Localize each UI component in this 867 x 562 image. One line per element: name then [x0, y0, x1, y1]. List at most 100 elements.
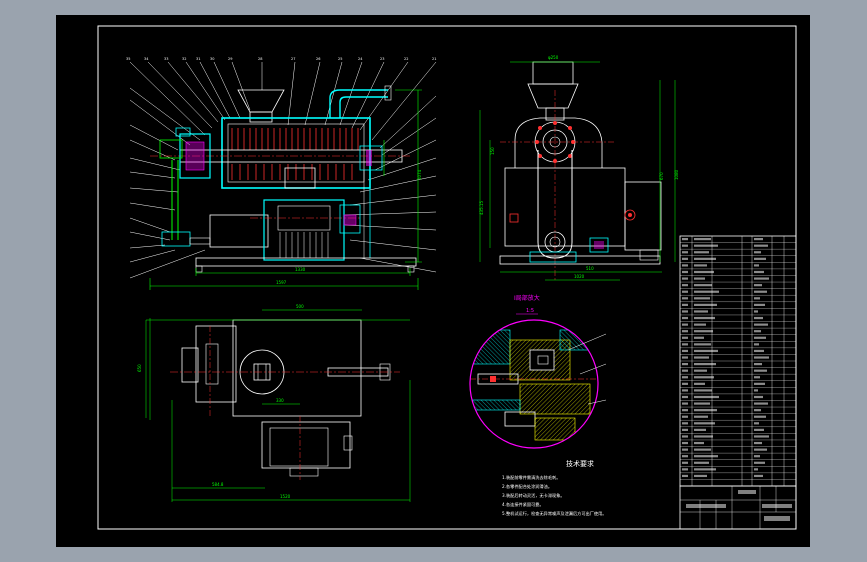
parts-row-number — [682, 363, 688, 366]
tech-req-item: 5.整机试运行，检查无异常噪声及泄漏后方可出厂使用。 — [502, 510, 607, 517]
parts-row-material — [754, 402, 768, 405]
parts-row-material — [754, 455, 760, 458]
parts-row-material — [754, 468, 758, 471]
parts-row-name — [694, 284, 712, 287]
parts-row-name — [694, 297, 710, 300]
svg-text:1020: 1020 — [574, 274, 585, 279]
side-view: φ250 — [479, 55, 679, 281]
parts-row-number — [682, 468, 688, 471]
svg-text:27: 27 — [291, 57, 295, 61]
parts-row-material — [754, 395, 763, 399]
svg-text:1520: 1520 — [280, 494, 291, 499]
tech-req-title: 技术要求 — [566, 459, 594, 468]
parts-row-name — [694, 389, 712, 392]
parts-row-material — [754, 238, 763, 241]
parts-row-number — [682, 290, 688, 293]
parts-row-number — [682, 395, 688, 399]
parts-row-number — [682, 415, 688, 418]
svg-text:28: 28 — [258, 57, 262, 61]
parts-row-material — [754, 356, 769, 359]
parts-row-number — [682, 310, 688, 313]
parts-row-number — [682, 270, 688, 274]
svg-text:500: 500 — [296, 304, 304, 309]
parts-row-name — [694, 290, 719, 293]
parts-row-name — [694, 251, 709, 254]
parts-row-number — [682, 376, 688, 379]
parts-row-name — [694, 277, 705, 280]
parts-row-number — [682, 402, 688, 405]
parts-row-number — [682, 356, 688, 359]
svg-text:1597: 1597 — [276, 280, 287, 285]
svg-text:24: 24 — [358, 57, 363, 61]
svg-text:30: 30 — [210, 57, 214, 61]
parts-row-name — [694, 343, 711, 346]
parts-row-name — [694, 323, 706, 326]
parts-row-material — [754, 336, 766, 339]
parts-row-material — [754, 310, 758, 313]
parts-row-material — [754, 270, 764, 274]
parts-row-number — [682, 238, 688, 241]
svg-text:435.15: 435.15 — [479, 201, 484, 215]
svg-text:150: 150 — [490, 147, 495, 155]
parts-row-material — [754, 428, 764, 431]
detail-view: I局部放大 1:5 — [469, 294, 607, 449]
parts-row-number — [682, 389, 688, 392]
detail-circle — [469, 319, 599, 449]
parts-row-material — [754, 415, 766, 418]
svg-text:670: 670 — [659, 172, 664, 180]
parts-row-material — [754, 343, 759, 346]
parts-row-material — [754, 389, 758, 392]
svg-text:23: 23 — [380, 57, 384, 61]
top-view: 500 330 584.8 1520 650 — [137, 304, 411, 502]
parts-row-name — [694, 422, 715, 425]
parts-row-material — [754, 244, 768, 247]
parts-row-name — [694, 330, 713, 333]
svg-text:34: 34 — [144, 57, 149, 61]
parts-row-number — [682, 461, 688, 464]
parts-row-name — [694, 264, 707, 267]
tech-req-item: 1.装配前零件需清洗去除毛刺。 — [502, 474, 560, 481]
tech-req-item: 3.装配后转动灵活，无卡滞现象。 — [502, 492, 565, 499]
detail-scale: 1:5 — [526, 308, 534, 314]
parts-row-name — [694, 336, 704, 339]
parts-row-material — [754, 461, 765, 464]
parts-row-material — [754, 376, 760, 379]
parts-row-material — [754, 284, 762, 287]
parts-row-name — [694, 474, 707, 478]
svg-text:330: 330 — [276, 398, 284, 403]
parts-row-number — [682, 323, 688, 326]
parts-row-number — [682, 244, 688, 247]
parts-row-name — [694, 356, 709, 359]
drawing-sheet — [56, 15, 810, 547]
parts-row-name — [694, 369, 707, 372]
parts-row-material — [754, 277, 769, 280]
svg-text:32: 32 — [182, 57, 186, 61]
parts-row-material — [754, 422, 759, 425]
svg-text:33: 33 — [164, 57, 168, 61]
parts-row-name — [694, 441, 704, 445]
parts-row-name — [694, 257, 716, 260]
parts-row-name — [694, 402, 710, 405]
parts-row-number — [682, 251, 688, 254]
parts-row-name — [694, 468, 716, 471]
parts-row-number — [682, 455, 688, 458]
parts-row-name — [694, 270, 714, 274]
title-block — [679, 485, 797, 530]
parts-row-number — [682, 343, 688, 346]
parts-row-name — [694, 363, 716, 366]
parts-row-number — [682, 316, 688, 320]
svg-text:1074: 1074 — [417, 169, 422, 180]
svg-text:25: 25 — [338, 57, 342, 61]
parts-row-number — [682, 448, 688, 451]
parts-row-name — [694, 349, 718, 353]
parts-row-name — [694, 415, 708, 418]
parts-row-name — [694, 455, 718, 458]
parts-row-name — [694, 303, 717, 306]
parts-row-name — [694, 310, 708, 313]
parts-row-number — [682, 303, 688, 306]
svg-text:21: 21 — [432, 57, 436, 61]
parts-row-number — [682, 284, 688, 287]
